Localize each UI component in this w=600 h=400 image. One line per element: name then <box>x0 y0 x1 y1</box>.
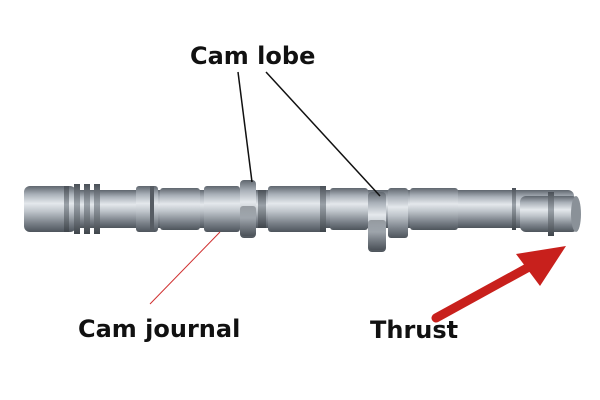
journal <box>470 190 510 228</box>
arrow-head <box>516 246 566 286</box>
shaft-left-end <box>24 186 76 232</box>
cam-lobe-label: Cam lobe <box>190 42 316 70</box>
journal <box>410 188 458 230</box>
thrust-flange <box>548 192 554 236</box>
cam-journal-leader <box>149 231 221 305</box>
groove <box>512 188 516 230</box>
journal <box>268 186 324 232</box>
cam-lobe-2-shade <box>368 220 386 250</box>
collar <box>258 190 266 228</box>
thrust-arrow <box>431 246 566 323</box>
groove <box>64 186 69 232</box>
thrust-label: Thrust <box>370 316 459 344</box>
cam-lobe-leader-1 <box>237 71 253 183</box>
cam-lobe-leader-2 <box>265 71 381 197</box>
groove <box>84 184 90 234</box>
groove <box>94 184 100 234</box>
groove <box>320 186 326 232</box>
cam-journal-label: Cam journal <box>78 315 241 343</box>
journal <box>330 188 368 230</box>
collar <box>388 188 408 238</box>
journal <box>204 186 240 232</box>
journal <box>160 188 200 230</box>
arrow-shaft <box>431 257 543 323</box>
groove <box>74 184 80 234</box>
journal-edge <box>150 186 154 232</box>
cam-lobe-1-shade <box>240 206 256 236</box>
shaft-end-face <box>571 196 581 232</box>
journal <box>136 186 158 232</box>
camshaft <box>24 180 581 252</box>
